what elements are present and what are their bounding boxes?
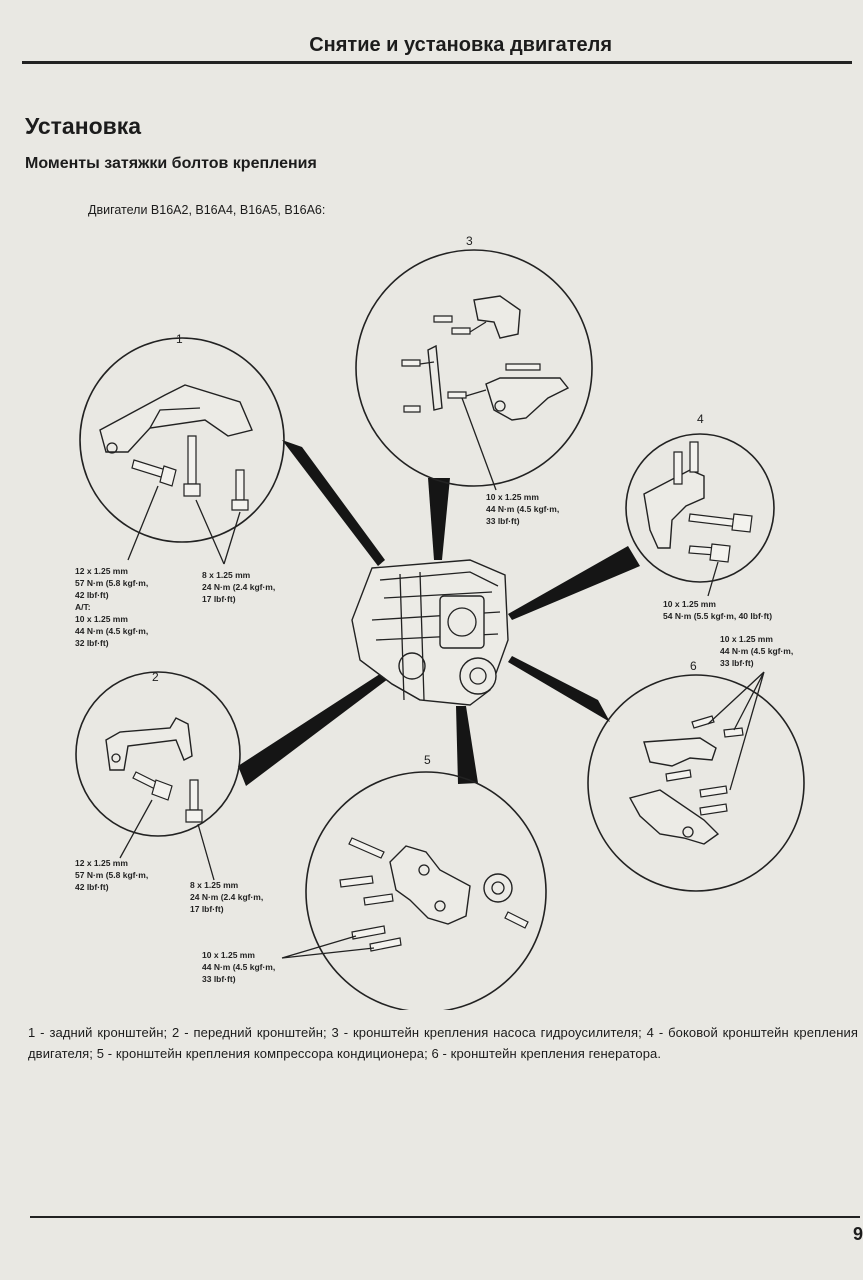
- callout-number-4: 4: [697, 412, 704, 426]
- detail-circle-6: [587, 674, 805, 892]
- leader-line-4: [707, 561, 719, 597]
- wedge-4: [508, 546, 640, 620]
- callout-number-6: 6: [690, 659, 697, 673]
- page-number: 9: [852, 1224, 863, 1244]
- callout-number-1: 1: [176, 332, 183, 346]
- leader-lines-5: [281, 935, 375, 959]
- wedge-2: [238, 670, 392, 786]
- footer-rule: [30, 1216, 860, 1218]
- spec-2b: 8 x 1.25 mm 24 N·m (2.4 kgf·m, 17 lbf·ft…: [190, 880, 266, 914]
- callout-number-5: 5: [424, 753, 431, 767]
- detail-circle-5: [305, 771, 547, 1010]
- detail-circle-3: [355, 249, 593, 487]
- wedge-6: [508, 656, 610, 722]
- callout-number-3: 3: [466, 234, 473, 248]
- detail-circle-2: [75, 671, 241, 837]
- callout-number-2: 2: [152, 670, 159, 684]
- detail-circle-1: [79, 337, 285, 543]
- spec-2a: 12 x 1.25 mm 57 N·m (5.8 kgf·m, 42 lbf·f…: [75, 858, 151, 892]
- detail-circle-4: [625, 433, 775, 583]
- pointer-wedges: [238, 440, 640, 786]
- page-header: Снятие и установка двигателя: [22, 34, 852, 57]
- engines-label: Двигатели B16A2, B16A4, B16A5, B16A6:: [88, 203, 326, 217]
- leader-lines-1: [127, 485, 241, 565]
- spec-5: 10 x 1.25 mm 44 N·m (4.5 kgf·m, 33 lbf·f…: [202, 950, 278, 984]
- spec-6: 10 x 1.25 mm 44 N·m (4.5 kgf·m, 33 lbf·f…: [720, 634, 796, 668]
- header-title: Снятие и установка двигателя: [309, 34, 612, 56]
- section-subtitle: Моменты затяжки болтов крепления: [25, 155, 317, 172]
- leader-lines-2: [119, 799, 215, 881]
- spec-4: 10 x 1.25 mm 54 N·m (5.5 kgf·m, 40 lbf·f…: [663, 599, 772, 621]
- header-rule: [22, 61, 852, 64]
- wedge-1: [282, 440, 385, 566]
- engine-mount-diagram: 1 12 x 1.25 mm 57 N·m (5.8 kgf·m, 42 lbf…: [75, 234, 805, 1010]
- leader-line-3: [461, 397, 497, 491]
- section-title: Установка: [25, 113, 142, 139]
- wedge-5: [456, 706, 478, 784]
- wedge-3: [428, 478, 450, 560]
- leader-lines-6: [707, 671, 765, 791]
- spec-3: 10 x 1.25 mm 44 N·m (4.5 kgf·m, 33 lbf·f…: [486, 492, 562, 526]
- engine-illustration: [351, 559, 509, 706]
- spec-1a: 12 x 1.25 mm 57 N·m (5.8 kgf·m, 42 lbf·f…: [75, 566, 151, 648]
- spec-1b: 8 x 1.25 mm 24 N·m (2.4 kgf·m, 17 lbf·ft…: [202, 570, 278, 604]
- figure-caption: 1 - задний кронштейн; 2 - передний кронш…: [28, 1025, 858, 1061]
